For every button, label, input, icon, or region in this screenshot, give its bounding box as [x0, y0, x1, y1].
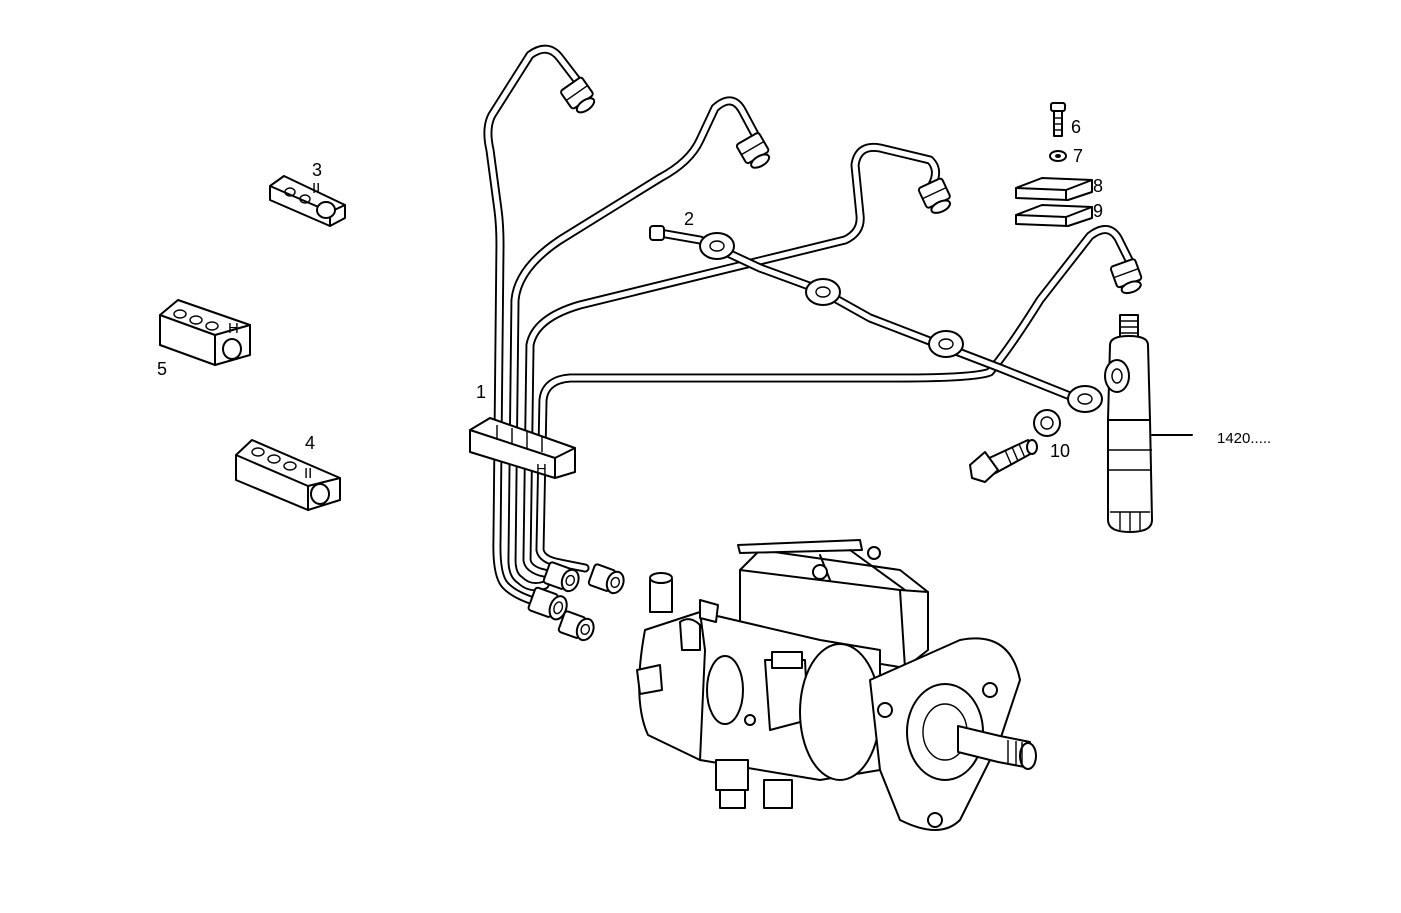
callout-4: 4 — [305, 433, 315, 453]
pump-end-fittings — [527, 561, 625, 642]
injector — [1104, 314, 1193, 533]
sealing-washer — [1033, 409, 1061, 437]
banjo-bolt — [969, 439, 1038, 483]
pipe-nut-fittings — [560, 76, 1143, 295]
callout-8: 8 — [1093, 176, 1103, 196]
svg-text:H: H — [536, 461, 547, 478]
leak-off-pipe — [649, 225, 1103, 413]
bolt-6 — [1050, 102, 1066, 137]
svg-text:II: II — [304, 465, 312, 482]
callout-3: 3 — [312, 160, 322, 180]
callout-9: 9 — [1093, 201, 1103, 221]
callout-5: 5 — [157, 359, 167, 379]
clamp-half-9 — [1015, 204, 1093, 227]
callout-10: 10 — [1050, 441, 1070, 461]
svg-text:H: H — [228, 320, 239, 337]
callout-7: 7 — [1073, 146, 1083, 166]
injector-reference: 1420..... — [1217, 430, 1271, 447]
callout-6: 6 — [1071, 117, 1081, 137]
injection-pipes — [483, 44, 1135, 608]
clamp-block-4: II — [235, 439, 341, 511]
injection-pump — [636, 539, 1037, 831]
callout-labels: 1 2 3 4 5 6 7 8 9 10 1420..... — [157, 117, 1271, 461]
pipe-bundle-clamp: H — [469, 417, 576, 479]
clamp-block-3: II — [269, 175, 346, 227]
callout-2: 2 — [684, 209, 694, 229]
svg-text:II: II — [312, 180, 320, 197]
clamp-half-8 — [1015, 177, 1093, 201]
clamp-block-5: H — [159, 299, 251, 366]
callout-1: 1 — [476, 382, 486, 402]
washer-7 — [1049, 150, 1067, 162]
